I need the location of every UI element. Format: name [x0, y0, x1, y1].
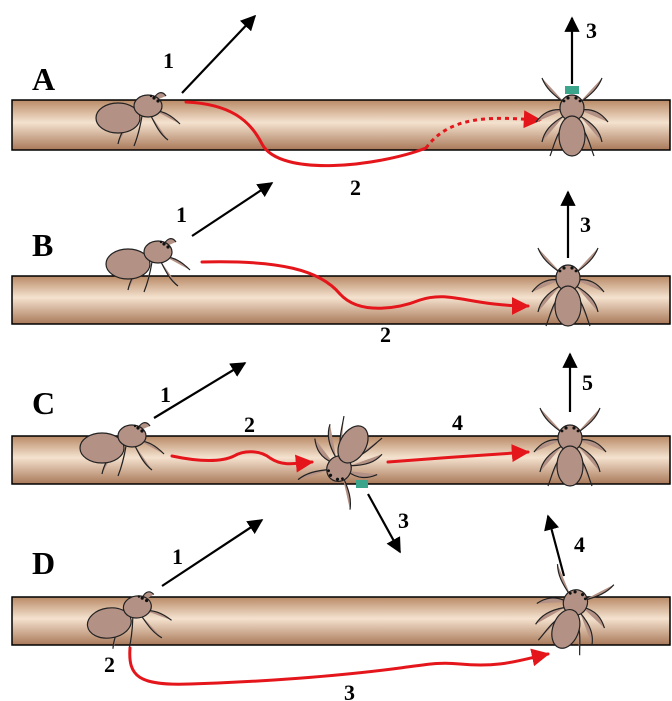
label-b-2: 2 — [380, 322, 391, 347]
label-c-1: 1 — [160, 382, 171, 407]
strike-arrow-d — [548, 516, 564, 576]
label-a-2: 2 — [350, 175, 361, 200]
label-b-1: 1 — [176, 202, 187, 227]
label-d-4: 4 — [574, 532, 585, 557]
label-a-1: 1 — [163, 48, 174, 73]
panel-a: A 1 2 3 — [12, 16, 670, 200]
label-d-2: 2 — [104, 652, 115, 677]
panel-c: C 1 2 3 4 5 — [12, 354, 670, 552]
label-b-3: 3 — [580, 212, 591, 237]
jump-arrow-a — [182, 16, 255, 93]
strike-arrow-c-mid — [368, 494, 400, 552]
panel-letter-a: A — [32, 61, 55, 97]
label-c-2: 2 — [244, 412, 255, 437]
label-c-5: 5 — [582, 370, 593, 395]
panel-d: D 1 2 3 4 — [12, 516, 670, 701]
panel-b: B 1 2 3 — [12, 183, 670, 347]
chelicerae-a — [565, 86, 579, 94]
label-a-3: 3 — [586, 18, 597, 43]
jump-arrow-b — [192, 183, 272, 236]
panel-letter-b: B — [32, 227, 53, 263]
panel-letter-c: C — [32, 385, 55, 421]
label-c-3: 3 — [398, 508, 409, 533]
label-d-3: 3 — [344, 680, 355, 701]
trajectory-d — [130, 648, 548, 684]
panel-letter-d: D — [32, 545, 55, 581]
label-c-4: 4 — [452, 410, 463, 435]
chelicerae-c — [356, 480, 368, 488]
label-d-1: 1 — [172, 544, 183, 569]
